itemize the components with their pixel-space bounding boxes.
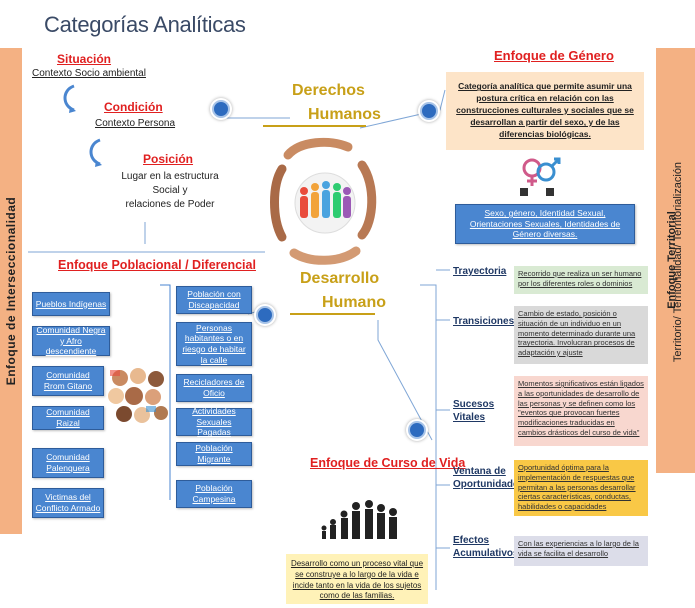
poblacional-right-item: Población con Discapacidad xyxy=(176,286,252,314)
right-side-bar-subtitle: Territorio/ Territorialidad/ Territorial… xyxy=(672,161,684,363)
poblacional-left-item: Comunidad Raizal xyxy=(32,406,104,430)
curso-vida-description: Desarrollo como un proceso vital que se … xyxy=(286,554,428,604)
stage-description: Momentos significativos están ligados a … xyxy=(514,376,648,446)
stage-description: Oportunidad óptima para la implementació… xyxy=(514,460,648,516)
desarrollo-underline xyxy=(290,313,375,315)
derechos-node-left[interactable] xyxy=(210,98,232,120)
hands-people-icon xyxy=(270,135,380,270)
poblacional-left-item: Comunidad Palenquera xyxy=(32,448,104,478)
poblacional-left-item: Victimas del Conflicto Armado xyxy=(32,488,104,518)
situacion-heading: Situación xyxy=(57,52,112,66)
poblacional-left-item: Comunidad Negra y Afro descendiente xyxy=(32,325,110,356)
poblacional-right-item: Población Migrante xyxy=(176,442,252,466)
posicion-text-line2: relaciones de Poder xyxy=(125,199,215,210)
desarrollo-node-left[interactable] xyxy=(254,304,276,326)
curso-vida-node[interactable] xyxy=(406,419,428,441)
desarrollo-line1: Desarrollo xyxy=(300,270,380,287)
genero-heading: Enfoque de Género xyxy=(494,48,614,63)
condicion-heading: Condición xyxy=(104,100,163,114)
stage-label: Transiciones xyxy=(453,316,515,327)
poblacional-right-item: Personas habitantes o en riesgo de habit… xyxy=(176,322,252,366)
stage-label: Efectos Acumulativos xyxy=(453,535,519,559)
diverse-faces-icon xyxy=(108,368,168,423)
poblacional-right-item: Población Campesina xyxy=(176,480,252,508)
life-stages-silhouette-icon xyxy=(318,488,400,540)
posicion-text-line1: Lugar en la estructura Social y xyxy=(121,171,219,196)
right-side-bar xyxy=(656,48,695,473)
stage-label: Sucesos Vitales xyxy=(453,399,495,423)
poblacional-left-item: Comunidad Rrom Gitano xyxy=(32,366,104,396)
stage-description: Con las experiencias a lo largo de la vi… xyxy=(514,536,648,566)
gender-symbols-icon xyxy=(512,154,564,198)
derechos-underline xyxy=(263,125,366,127)
curso-vida-heading: Enfoque de Curso de Vida xyxy=(310,456,466,470)
left-side-bar-label: Enfoque de Interseccionalidad xyxy=(4,196,18,386)
posicion-heading: Posición xyxy=(143,152,194,166)
poblacional-right-item: Actividades Sexuales Pagadas xyxy=(176,406,252,437)
stage-description: Recorrido que realiza un ser humano por … xyxy=(514,266,648,294)
condicion-text: Contexto Persona xyxy=(95,118,176,129)
posicion-text: Lugar en la estructura Social y relacion… xyxy=(110,170,230,212)
derechos-node-right[interactable] xyxy=(418,100,440,122)
poblacional-left-item: Pueblos Indígenas xyxy=(32,292,110,316)
stage-label: Trayectoria xyxy=(453,266,507,277)
derechos-line2: Humanos xyxy=(308,106,381,123)
derechos-line1: Derechos xyxy=(292,82,365,99)
stage-label: Ventana de Oportunidades xyxy=(453,466,525,490)
curved-arrow-icon xyxy=(89,138,102,167)
desarrollo-line2: Humano xyxy=(322,294,386,311)
genero-description: Categoría analítica que permite asumir u… xyxy=(446,72,644,150)
situacion-text: Contexto Socio ambiental xyxy=(32,68,146,79)
curved-arrow-icon xyxy=(63,84,76,113)
left-side-bar xyxy=(0,48,22,534)
genero-categories-box: Sexo, género, Identidad Sexual, Orientac… xyxy=(455,204,635,244)
page-title: Categorías Analíticas xyxy=(44,12,246,37)
poblacional-right-item: Recicladores de Oficio xyxy=(176,374,252,402)
poblacional-heading: Enfoque Poblacional / Diferencial xyxy=(58,258,256,272)
stage-description: Cambio de estado, posición o situación d… xyxy=(514,306,648,364)
